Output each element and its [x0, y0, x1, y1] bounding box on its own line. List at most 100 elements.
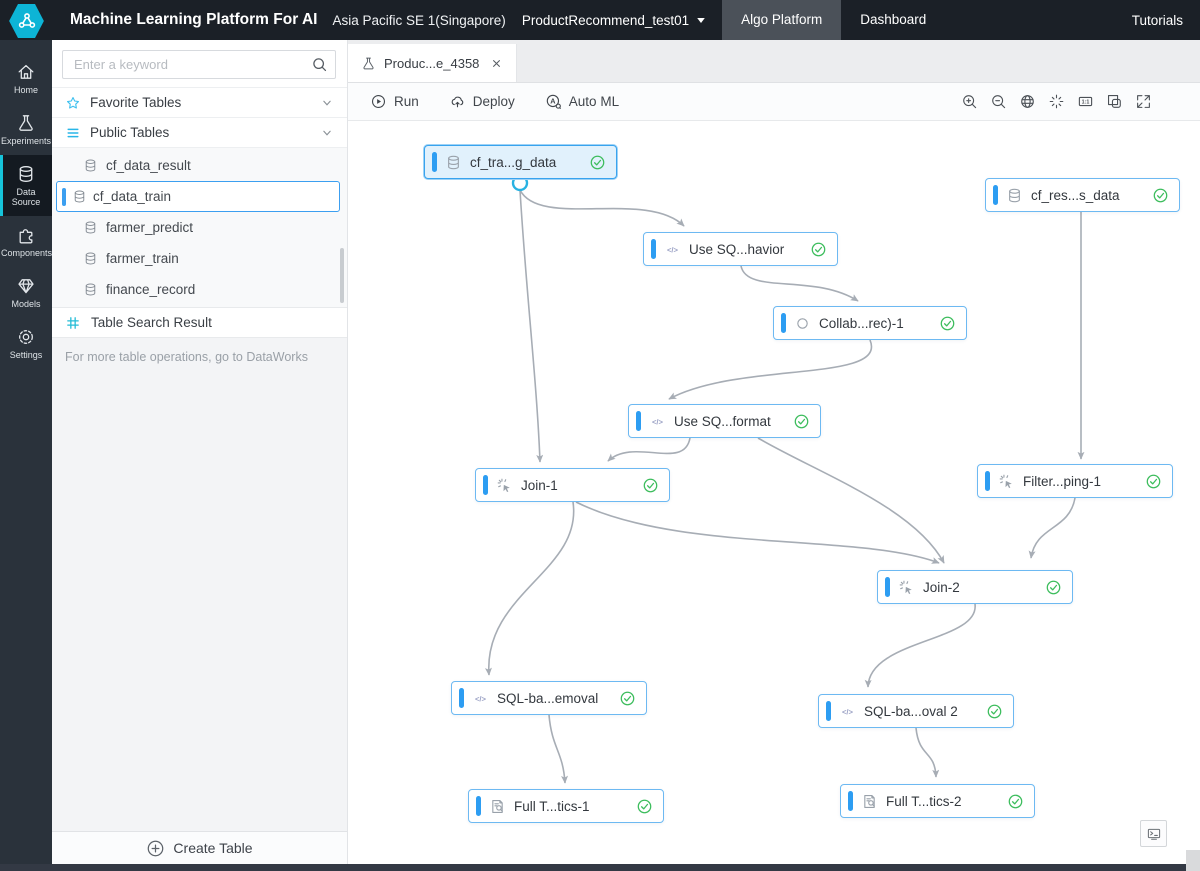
fullscreen-icon[interactable]: [1135, 93, 1152, 110]
chevron-down-icon[interactable]: [320, 96, 334, 110]
tutorials-link[interactable]: Tutorials: [1131, 12, 1183, 28]
run-label: Run: [394, 94, 419, 109]
dataworks-note: For more table operations, go to DataWor…: [52, 338, 347, 374]
dag-node-n2[interactable]: cf_res...s_data: [985, 178, 1180, 212]
zoom-in-icon[interactable]: [961, 93, 978, 110]
automl-button[interactable]: A Auto ML: [545, 93, 619, 110]
dag-node-n4[interactable]: Collab...rec)-1: [773, 306, 967, 340]
section-label: Favorite Tables: [90, 95, 182, 110]
sidebar-item-home[interactable]: Home: [0, 53, 52, 104]
app-title: Machine Learning Platform For AI: [70, 11, 318, 28]
node-label: Join-2: [923, 579, 960, 595]
zoom-out-icon[interactable]: [990, 93, 1007, 110]
deploy-button[interactable]: Deploy: [449, 93, 515, 110]
tab-label: Produc...e_4358: [384, 55, 480, 71]
node-accent-bar: [993, 185, 998, 205]
stats-icon: [861, 793, 878, 810]
dag-node-n1[interactable]: cf_tra...g_data: [424, 145, 617, 179]
dag-canvas[interactable]: cf_tra...g_data cf_res...s_data </>Use SQ.…: [348, 121, 1200, 871]
sidebar-item-label: Data Source: [11, 187, 41, 208]
svg-text:</>: </>: [667, 245, 679, 254]
sidebar-item-label: Experiments: [1, 136, 52, 147]
project-selector[interactable]: ProductRecommend_test01: [522, 13, 708, 28]
dag-node-n10[interactable]: </>SQL-ba...oval 2: [818, 694, 1014, 728]
bottom-strip: [0, 864, 1186, 871]
search-input[interactable]: [72, 56, 311, 73]
dag-node-n6[interactable]: Join-1: [475, 468, 670, 502]
one-to-one-icon[interactable]: 1:1: [1077, 93, 1094, 110]
table-name: farmer_predict: [106, 220, 194, 235]
stats-icon: [489, 798, 506, 815]
join-icon: [496, 477, 513, 494]
table-search-result[interactable]: Table Search Result: [52, 307, 347, 338]
plus-circle-icon: [146, 839, 165, 858]
search-icon[interactable]: [311, 56, 328, 73]
close-icon[interactable]: [490, 57, 503, 70]
node-accent-bar: [476, 796, 481, 816]
node-label: cf_tra...g_data: [470, 154, 557, 170]
panel-fill: [52, 374, 347, 831]
node-label: Full T...tics-2: [886, 793, 962, 809]
svg-text:</>: </>: [652, 417, 664, 426]
grid-icon: [65, 315, 81, 331]
deploy-label: Deploy: [472, 94, 515, 109]
dag-node-n7[interactable]: Filter...ping-1: [977, 464, 1173, 498]
dag-node-n8[interactable]: Join-2: [877, 570, 1073, 604]
success-check-icon: [1145, 473, 1162, 490]
center-view-icon[interactable]: [1048, 93, 1065, 110]
console-button[interactable]: [1140, 820, 1167, 847]
table-row-cf_data_result[interactable]: cf_data_result: [52, 150, 347, 181]
sidebar-item-settings[interactable]: Settings: [0, 318, 52, 369]
sql-icon: </>: [664, 241, 681, 258]
edge-n8-n10: [864, 603, 976, 688]
node-label: Full T...tics-1: [514, 798, 590, 814]
experiment-tab[interactable]: Produc...e_4358: [348, 44, 518, 82]
section-label: Public Tables: [90, 125, 170, 140]
dag-node-n9[interactable]: </>SQL-ba...emoval: [451, 681, 647, 715]
dag-node-n12[interactable]: Full T...tics-2: [840, 784, 1035, 818]
edge-n5-n8: [757, 437, 945, 564]
pai-logo-icon[interactable]: [9, 3, 44, 39]
run-button[interactable]: Run: [370, 93, 419, 110]
sidebar-item-components[interactable]: Components: [0, 216, 52, 267]
scrollbar-corner: [1186, 850, 1200, 871]
dag-node-n3[interactable]: </>Use SQ...havior: [643, 232, 838, 266]
success-check-icon: [636, 798, 653, 815]
edge-n7-n8: [1028, 497, 1076, 559]
database-icon: [83, 251, 98, 266]
table-row-farmer_predict[interactable]: farmer_predict: [52, 212, 347, 243]
tab-bar: Produc...e_4358: [348, 40, 1200, 83]
svg-text:A: A: [550, 97, 556, 106]
dag-node-n5[interactable]: </>Use SQ...format: [628, 404, 821, 438]
table-row-finance_record[interactable]: finance_record: [52, 274, 347, 305]
dag-node-n11[interactable]: Full T...tics-1: [468, 789, 664, 823]
nav-algo-platform[interactable]: Algo Platform: [722, 0, 842, 40]
deploy-icon: [449, 93, 466, 110]
sql-icon: </>: [839, 703, 856, 720]
sidebar-item-label: Settings: [9, 350, 43, 361]
section-favorite-tables[interactable]: Favorite Tables: [52, 87, 347, 117]
svg-text:</>: </>: [842, 707, 854, 716]
table-search-box: [62, 50, 336, 79]
section-public-tables[interactable]: Public Tables: [52, 117, 347, 147]
table-row-farmer_train[interactable]: farmer_train: [52, 243, 347, 274]
success-check-icon: [810, 241, 827, 258]
edge-n3-n4: [740, 265, 859, 302]
database-icon: [1006, 187, 1023, 204]
node-accent-bar: [651, 239, 656, 259]
region-selector[interactable]: Asia Pacific SE 1(Singapore): [332, 12, 506, 28]
sidebar-item-models[interactable]: Models: [0, 267, 52, 318]
circle-icon: [794, 315, 811, 332]
success-check-icon: [1045, 579, 1062, 596]
fit-view-icon[interactable]: [1106, 93, 1123, 110]
globe-icon[interactable]: [1019, 93, 1036, 110]
table-name: farmer_train: [106, 251, 179, 266]
sidebar-item-data-source[interactable]: Data Source: [0, 155, 52, 217]
list-scrollbar[interactable]: [340, 248, 344, 303]
sidebar-item-experiments[interactable]: Experiments: [0, 104, 52, 155]
nav-dashboard[interactable]: Dashboard: [860, 12, 927, 27]
chevron-down-icon[interactable]: [320, 126, 334, 140]
sql-icon: </>: [472, 690, 489, 707]
create-table-button[interactable]: Create Table: [52, 831, 347, 864]
table-row-cf_data_train[interactable]: cf_data_train: [56, 181, 340, 212]
